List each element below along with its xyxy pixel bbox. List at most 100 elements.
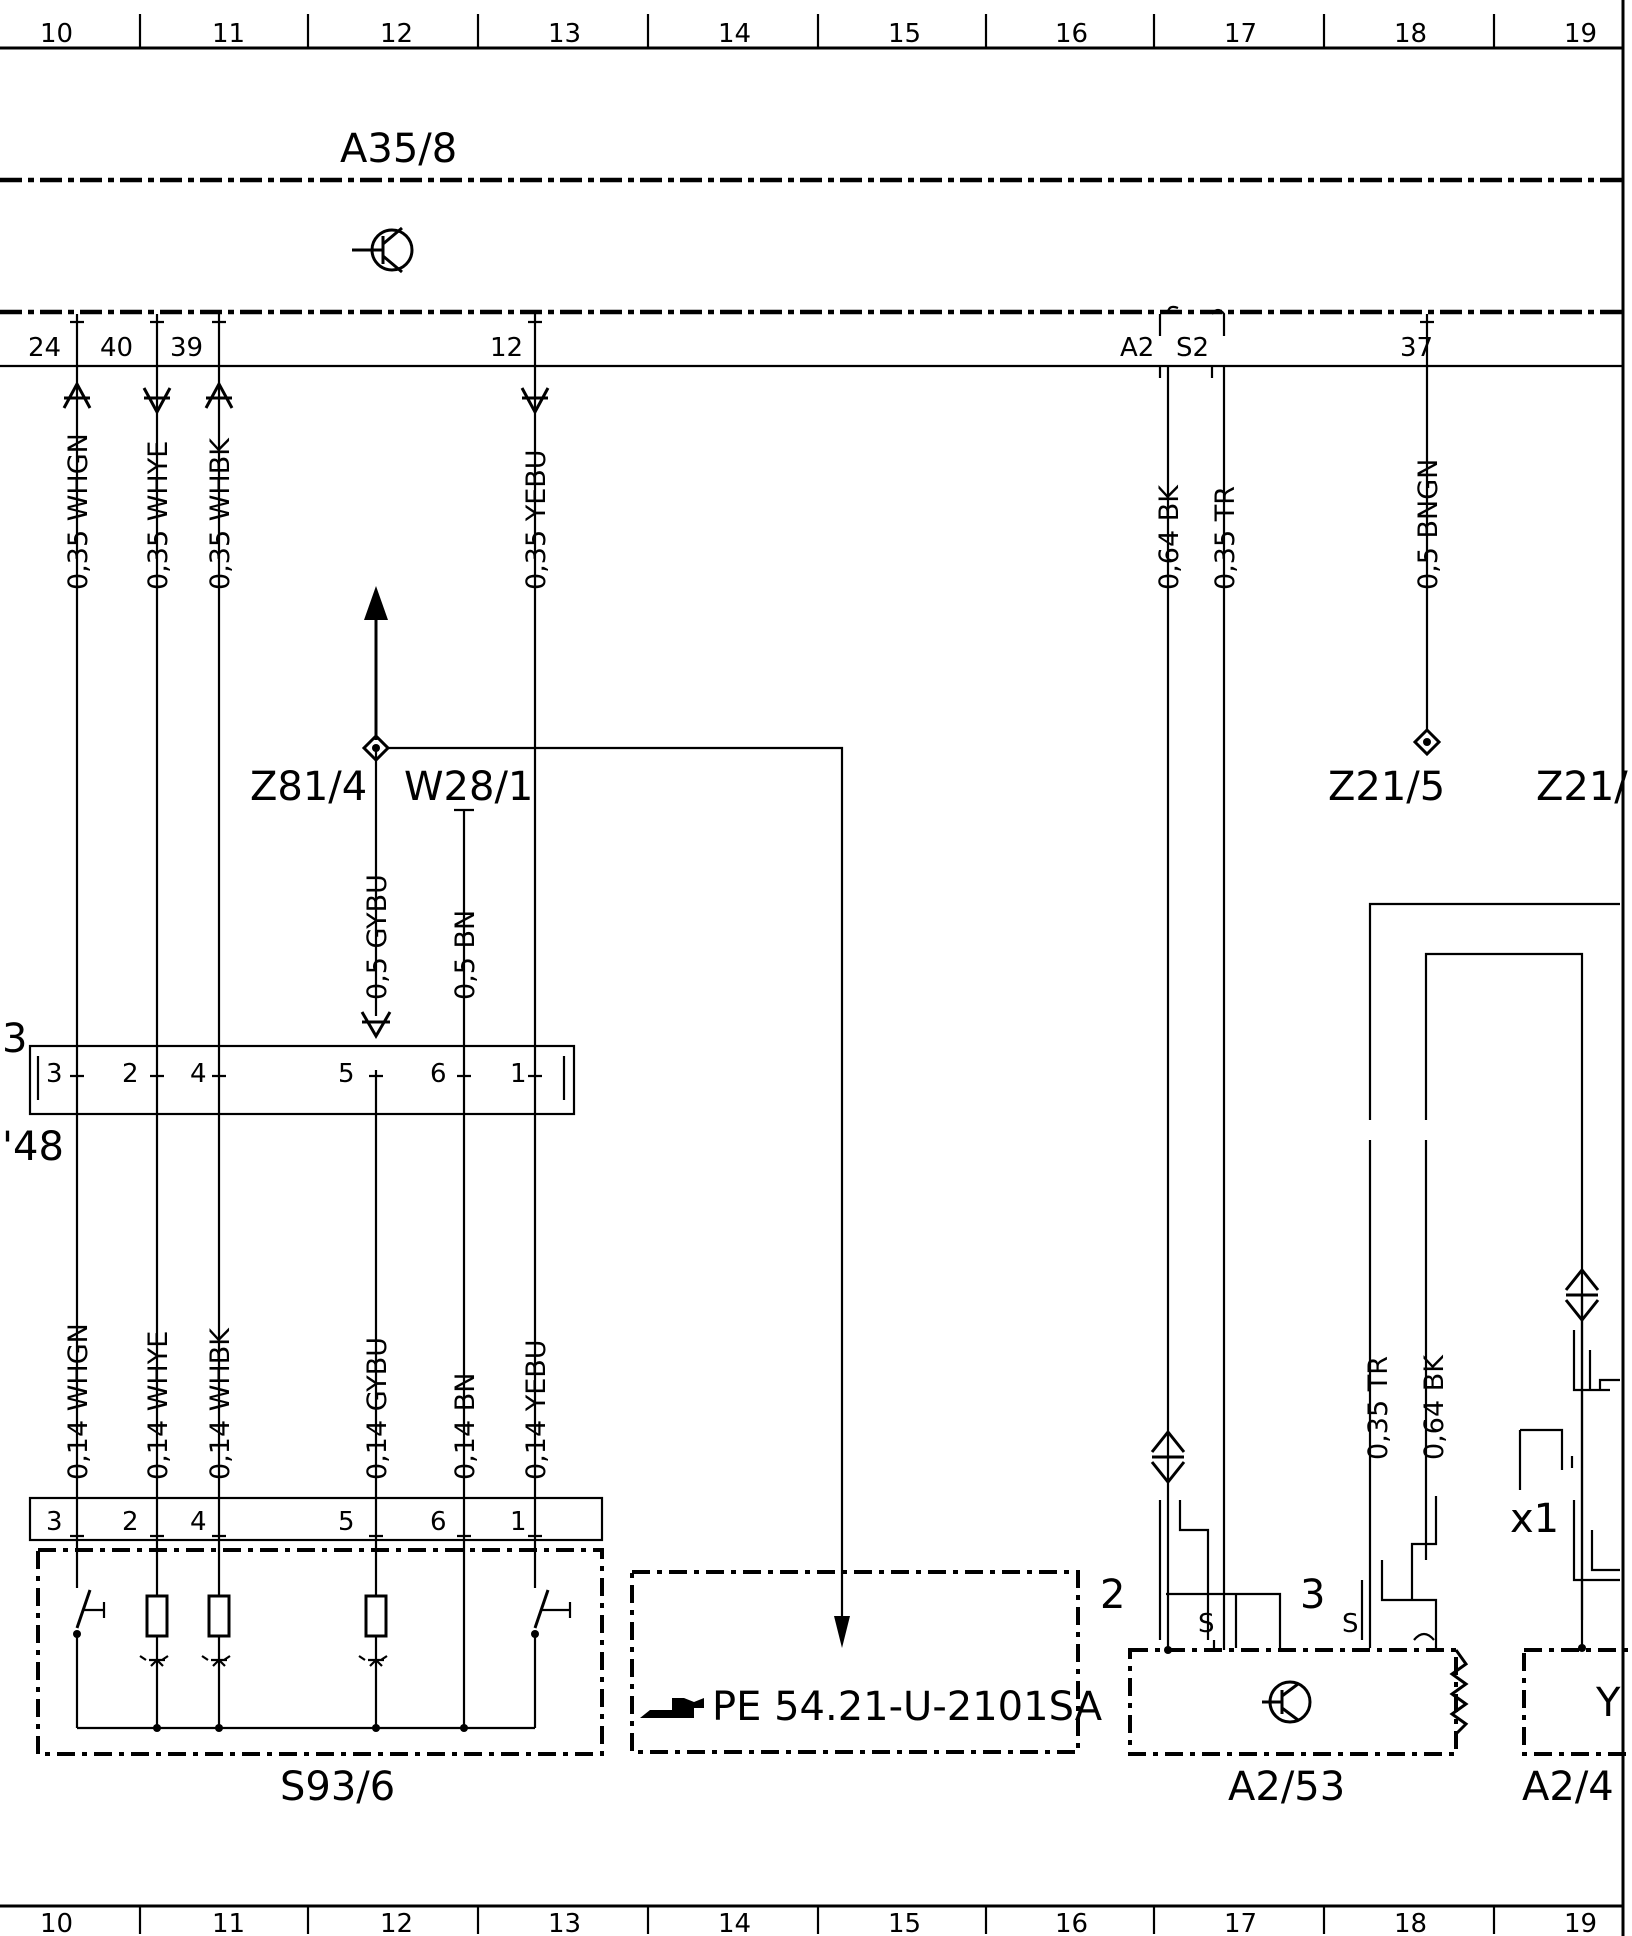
z21-5-splice bbox=[1412, 727, 1442, 757]
a35-8-pin-stubs bbox=[70, 305, 1434, 336]
column-number: 10 bbox=[40, 1909, 73, 1936]
pin-number: 5 bbox=[338, 1507, 355, 1537]
transistor-symbol-icon bbox=[352, 226, 414, 274]
switch-icon bbox=[531, 1552, 572, 1728]
component-label-a2-53: A2/53 bbox=[1228, 1764, 1345, 1810]
resistor-icon bbox=[364, 1552, 388, 1728]
shield-mark: S bbox=[1198, 1609, 1215, 1639]
connector-label: '48 bbox=[2, 1124, 64, 1170]
s93-internal-circuit bbox=[73, 1552, 572, 1732]
column-number: 13 bbox=[548, 19, 581, 49]
column-number: 14 bbox=[718, 19, 751, 49]
wire-label: 0,64 BK bbox=[1419, 1354, 1450, 1460]
component-label-s93-6: S93/6 bbox=[280, 1764, 395, 1810]
column-number: 10 bbox=[40, 19, 73, 49]
pin-number: A2 bbox=[1120, 333, 1154, 363]
component-label-w28-1: W28/1 bbox=[404, 764, 533, 810]
a2-4-symbol: Y bbox=[1595, 1680, 1621, 1726]
column-number: 19 bbox=[1564, 1909, 1597, 1936]
wire-label: 0,35 YEBU bbox=[521, 449, 552, 590]
wire-label: 0,35 WHBK bbox=[205, 437, 236, 590]
a2-53-connections bbox=[1150, 902, 1620, 1650]
wire-label: 0,14 WHGN bbox=[63, 1323, 94, 1480]
reference-code: PE 54.21-U-2101SA bbox=[712, 1684, 1103, 1730]
inline-connector bbox=[28, 1044, 576, 1116]
column-number: 11 bbox=[212, 1909, 245, 1936]
wire-label: 0,5 BN bbox=[450, 910, 481, 1000]
pin-number: 4 bbox=[190, 1507, 207, 1537]
a2-4-module bbox=[1522, 1648, 1632, 1756]
lower-wires bbox=[75, 1090, 537, 1526]
column-number: 15 bbox=[888, 19, 921, 49]
column-number: 15 bbox=[888, 1909, 921, 1936]
wire-label: 0,14 YEBU bbox=[521, 1339, 552, 1480]
pin-number: 2 bbox=[122, 1507, 139, 1537]
s93-6-harness-frame bbox=[28, 1496, 604, 1542]
pin-number: 40 bbox=[100, 333, 133, 363]
wire-label: 0,14 GYBU bbox=[362, 1337, 393, 1480]
component-label-a2-4: A2/4 bbox=[1522, 1764, 1614, 1810]
column-number: 12 bbox=[380, 19, 413, 49]
wire-label: 0,35 WHYE bbox=[143, 441, 174, 590]
bottom-column-ruler: 10 11 12 13 14 15 16 17 18 19 bbox=[0, 1904, 1623, 1936]
connector-label: 3 bbox=[2, 1016, 27, 1062]
s93-6-module bbox=[36, 1548, 604, 1756]
column-number: 13 bbox=[548, 1909, 581, 1936]
wire-label: 0,14 WHBK bbox=[205, 1327, 236, 1480]
pin-number: 37 bbox=[1400, 333, 1433, 363]
column-number: 17 bbox=[1224, 19, 1257, 49]
resistor-icon bbox=[145, 1552, 169, 1728]
pin-number: 5 bbox=[338, 1059, 355, 1089]
pin-number: 1 bbox=[510, 1059, 527, 1089]
component-label-z21: Z21/ bbox=[1536, 764, 1628, 810]
pin-number: 3 bbox=[46, 1507, 63, 1537]
wire-label: 0,35 TR bbox=[1210, 486, 1241, 590]
z81-4-splice bbox=[361, 586, 850, 1648]
upper-wires bbox=[75, 336, 1429, 1650]
shield-stubs bbox=[1158, 366, 1226, 378]
pin-number: 12 bbox=[490, 333, 523, 363]
led-icon bbox=[201, 1655, 231, 1667]
resistor-icon bbox=[207, 1552, 231, 1728]
wire-label: 0,14 WHYE bbox=[143, 1331, 174, 1480]
led-icon bbox=[358, 1655, 388, 1667]
pin-number: 1 bbox=[510, 1507, 527, 1537]
pin-number: 2 bbox=[122, 1059, 139, 1089]
a2-53-pin-label: 2 bbox=[1100, 1572, 1125, 1618]
shield-mark: S bbox=[1342, 1609, 1359, 1639]
pin-number: 39 bbox=[170, 333, 203, 363]
wire-label: 0,5 BNGN bbox=[1413, 459, 1444, 590]
transistor-symbol-icon bbox=[1262, 1680, 1312, 1724]
pin-number: 6 bbox=[430, 1507, 447, 1537]
wire-label: 0,14 BN bbox=[450, 1373, 481, 1480]
wire-label: 0,35 TR bbox=[1363, 1356, 1394, 1460]
a2-53-pin-label: 3 bbox=[1300, 1572, 1325, 1618]
pin-number: S2 bbox=[1176, 333, 1209, 363]
column-number: 14 bbox=[718, 1909, 751, 1936]
pin-number: 4 bbox=[190, 1059, 207, 1089]
pin-number: 3 bbox=[46, 1059, 63, 1089]
column-number: 18 bbox=[1394, 19, 1427, 49]
component-label-z21-5: Z21/5 bbox=[1328, 764, 1445, 810]
switch-icon bbox=[73, 1552, 106, 1728]
s93-pin-stubs bbox=[70, 1526, 542, 1552]
connector-pin-stubs bbox=[70, 1070, 542, 1090]
coil-icon bbox=[1449, 1649, 1469, 1736]
reference-box bbox=[630, 1570, 1080, 1754]
wire-label: 0,64 BK bbox=[1154, 484, 1185, 590]
pointing-hand-icon bbox=[640, 1698, 704, 1718]
component-label-x1: x1 bbox=[1510, 1496, 1559, 1542]
column-number: 17 bbox=[1224, 1909, 1257, 1936]
led-icon bbox=[139, 1655, 169, 1667]
a2-4-connections bbox=[1518, 1267, 1620, 1652]
a2-53-module bbox=[1128, 1648, 1458, 1756]
column-number: 16 bbox=[1055, 1909, 1088, 1936]
component-label-z81-4: Z81/4 bbox=[250, 764, 367, 810]
top-column-ruler: 10 11 12 13 14 15 16 17 18 19 bbox=[0, 14, 1623, 50]
component-label-a35-8: A35/8 bbox=[340, 126, 457, 172]
wire-direction-arrows bbox=[62, 380, 550, 1039]
wire-label: 0,5 GYBU bbox=[362, 874, 393, 1000]
wire-label: 0,35 WHGN bbox=[63, 433, 94, 590]
